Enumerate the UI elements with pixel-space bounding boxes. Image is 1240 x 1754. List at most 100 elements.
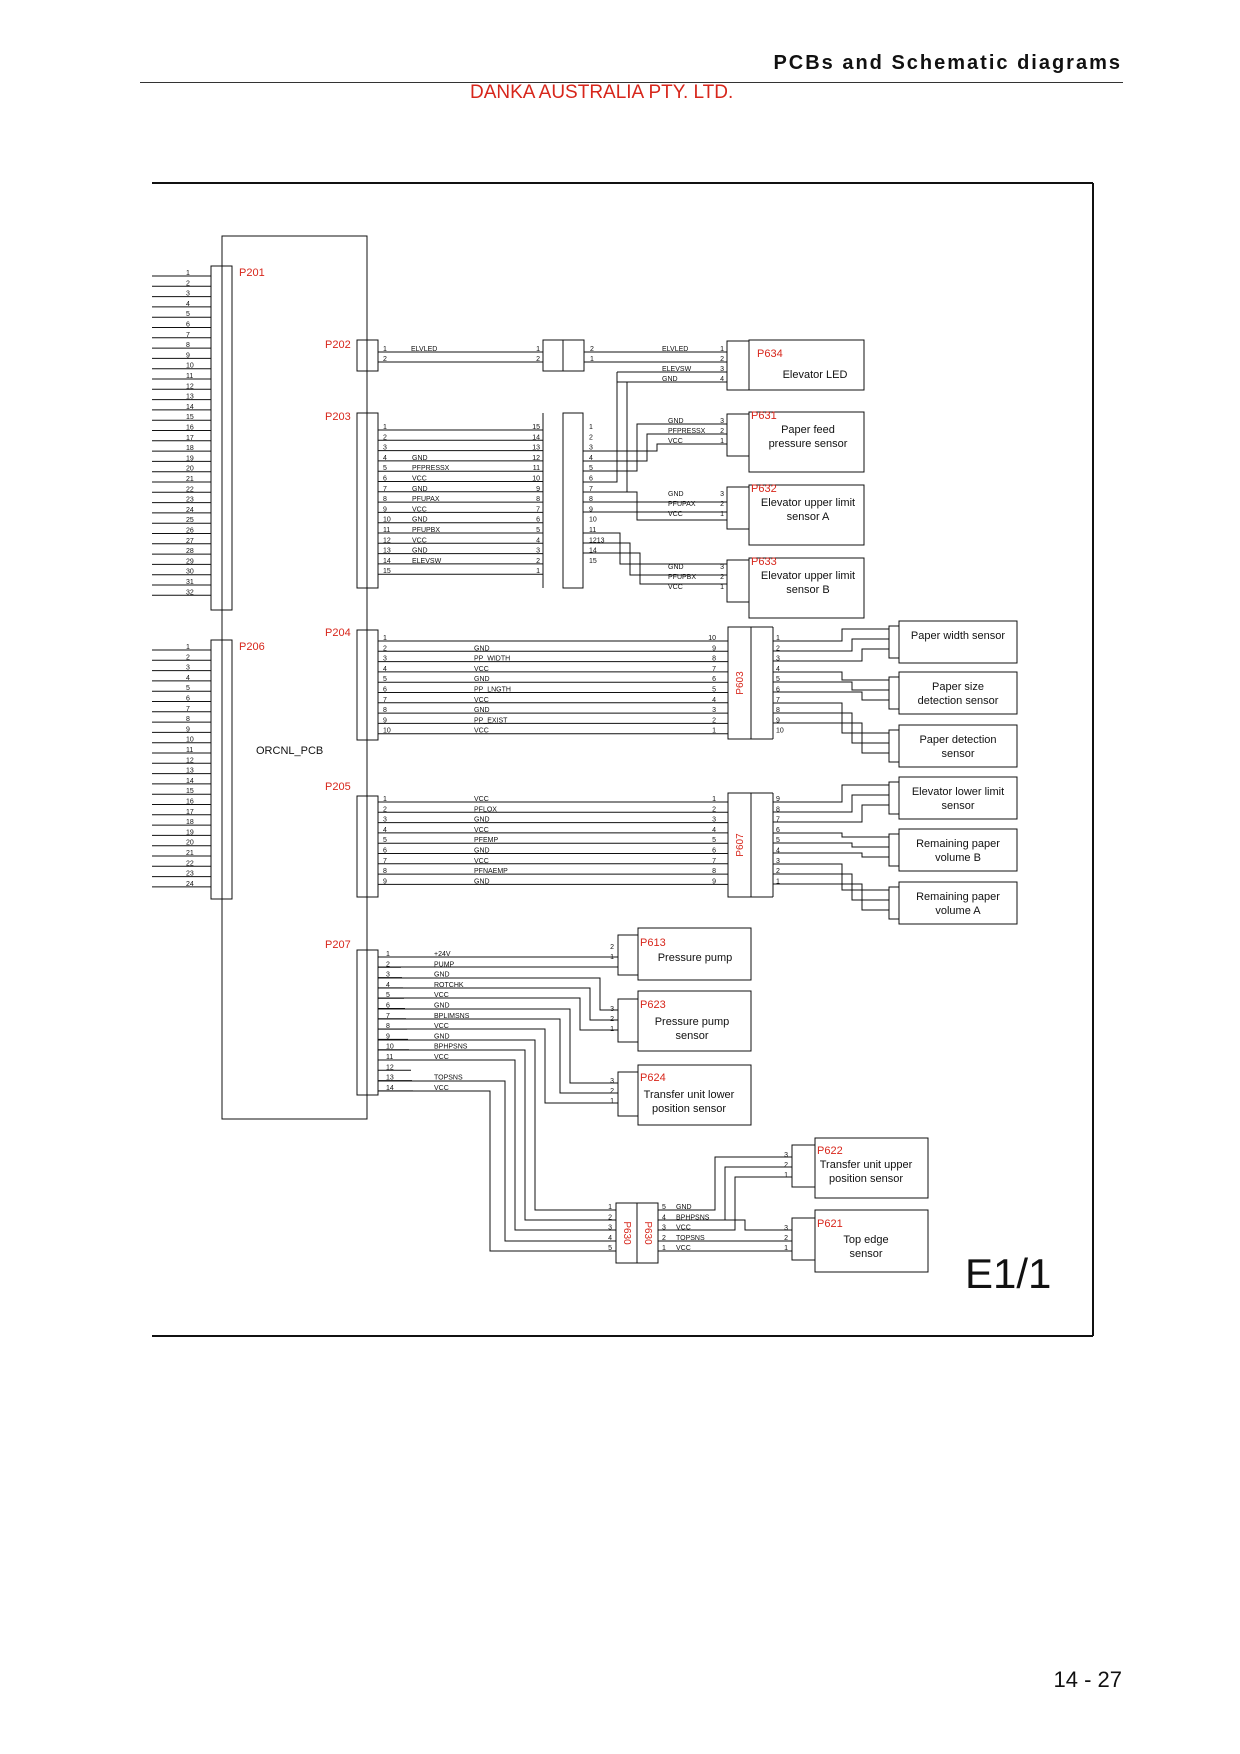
p203-route (583, 433, 727, 462)
p623-device (637, 990, 752, 1052)
p203-pin: 4 (383, 455, 387, 462)
p603-out-pin: 7 (776, 697, 780, 704)
p613-device (637, 927, 752, 981)
p624-pin: 2 (610, 1088, 614, 1095)
p203-mid-pin: 11 (533, 465, 540, 472)
remaining-a-sensor-text: Remaining paper (916, 891, 1000, 903)
p203-out-pin: 11 (589, 527, 596, 534)
p205-signal: PFNAEMP (474, 868, 508, 875)
p621-device (814, 1209, 929, 1273)
p631-pin: 1 (720, 438, 724, 445)
p201-pin-num: 31 (186, 579, 194, 586)
p633-pin: 1 (720, 584, 724, 591)
p621-text: sensor (849, 1248, 882, 1260)
p203-route (583, 542, 727, 576)
p613-block (617, 934, 639, 976)
p206-pin-num: 2 (186, 654, 190, 661)
p623-label: P623 (640, 999, 666, 1011)
p205-block (356, 795, 379, 898)
p204-signal: GND (474, 707, 490, 714)
p203-route (583, 532, 727, 565)
p201-pin-num: 22 (186, 486, 194, 493)
p607-out-pin: 2 (776, 868, 780, 875)
p204-signal: VCC (474, 666, 489, 673)
p632-pin: 1 (720, 511, 724, 518)
p603-pin: 7 (712, 666, 716, 673)
p203-out-pin: 3 (589, 445, 593, 452)
p203-pin: 14 (383, 558, 391, 565)
p632-device-text: sensor A (787, 511, 830, 523)
remaining-b-sensor-device (898, 828, 1018, 872)
p205-pin: 4 (383, 827, 387, 834)
p202-far-signal: ELVLED (662, 346, 688, 353)
p607-pin: 8 (712, 868, 716, 875)
p630-to-p622 (658, 1156, 792, 1211)
p634-pin: 3 (720, 366, 724, 373)
p623-text: Pressure pump (655, 1016, 730, 1028)
p621-text: Top edge (843, 1234, 888, 1246)
p206-pin-num: 3 (186, 665, 190, 672)
p624-pin: 1 (610, 1098, 614, 1105)
p205-pin: 7 (383, 858, 387, 865)
paper-size-sensor-device (898, 671, 1018, 715)
p630-to-p622 (658, 1166, 792, 1221)
p633-device (748, 557, 865, 619)
p607-label: P607 (735, 833, 746, 857)
p201-pin-num: 11 (186, 373, 193, 380)
p207-signal: VCC (434, 992, 449, 999)
p631-device (748, 411, 865, 473)
p203-mid-pin: 3 (536, 548, 540, 555)
p204-pin: 10 (383, 728, 391, 735)
p201-pin-num: 12 (186, 383, 194, 390)
p203-route (583, 443, 727, 452)
p207-pin: 11 (386, 1054, 393, 1061)
p634-signal: ELEVSW (662, 366, 692, 373)
p621-pin: 1 (784, 1245, 788, 1252)
p623-block (617, 998, 639, 1043)
p622-pin: 3 (784, 1152, 788, 1159)
p204-signal: PP_EXIST (474, 717, 508, 724)
p201-pin-num: 16 (186, 425, 194, 432)
p206-pin-num: 6 (186, 696, 190, 703)
p634-pin: 2 (720, 356, 724, 363)
p630-right-signal: VCC (676, 1225, 691, 1232)
p205-signal: PFLOX (474, 806, 497, 813)
p205-signal: VCC (474, 827, 489, 834)
p203-mid-pin: 1 (536, 568, 540, 575)
p201-pin-num: 4 (186, 301, 190, 308)
p203-mid-pin: 7 (536, 506, 540, 513)
elevator-lower-sensor-text: sensor (941, 800, 974, 812)
p630-label-right: P630 (642, 1221, 653, 1245)
p204-pin: 8 (383, 707, 387, 714)
p201-pin-num: 23 (186, 497, 194, 504)
p603-label: P603 (735, 671, 746, 695)
sensor-route (773, 842, 889, 848)
p207-to-p630 (378, 1080, 616, 1242)
p207-to-p624 (378, 1028, 618, 1104)
p630-left-pin: 2 (608, 1214, 612, 1221)
p206-block (210, 639, 233, 900)
p202-mid-pin: 1 (590, 356, 594, 363)
sensor-route (773, 863, 889, 891)
p634-block (726, 340, 750, 391)
p630-left-pin: 3 (608, 1225, 612, 1232)
p207-to-p630 (378, 1090, 616, 1252)
p202-pin: 2 (383, 356, 387, 363)
p603-out-pin: 2 (776, 645, 780, 652)
p203-signal: ELEVSW (412, 558, 442, 565)
p207-to-p624 (378, 1018, 618, 1094)
p201-pin-num: 17 (186, 435, 194, 442)
p603-pin: 9 (712, 645, 716, 652)
orcnl-pcb-body (221, 235, 368, 1120)
p630-block-right (636, 1202, 659, 1264)
p630-right-signal: VCC (676, 1245, 691, 1252)
p202-pin: 1 (383, 346, 387, 353)
p206-pin-num: 18 (186, 819, 194, 826)
p203-signal: PFPRESSX (412, 465, 450, 472)
p207-pin: 14 (386, 1085, 394, 1092)
p201-label: P201 (239, 267, 265, 279)
paper-size-sensor-text: Paper size (932, 681, 984, 693)
p203-pin: 6 (383, 476, 387, 483)
p207-signal: ROTCHK (434, 982, 464, 989)
